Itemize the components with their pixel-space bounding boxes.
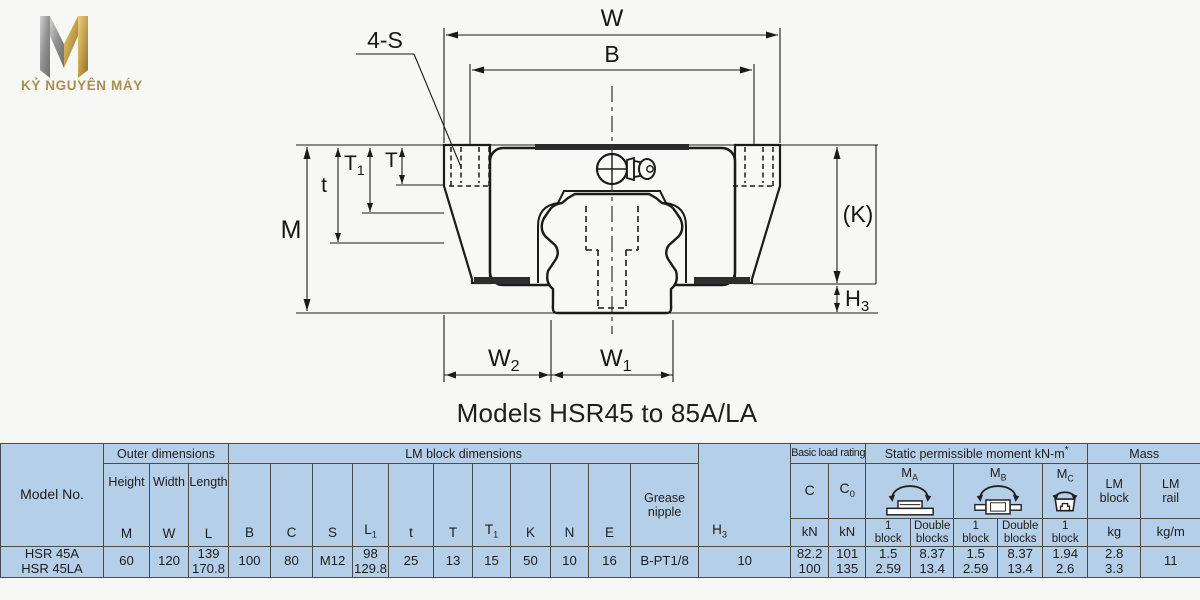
brand-m-icon (40, 16, 88, 78)
dim-label-w: W (601, 5, 624, 32)
end-seal-left (474, 277, 530, 284)
dim-label-m: M (281, 216, 302, 244)
dim-label-b: B (604, 41, 619, 67)
dim-label-w2: W2 (488, 345, 520, 375)
dim-label-w1: W1 (600, 345, 632, 375)
dim-label-t1: T1 (344, 152, 365, 178)
lm-block-outline (442, 143, 782, 287)
dim-label-t: t (321, 174, 327, 197)
cell-n: 10 (550, 546, 590, 578)
cell-w: 120 (149, 546, 189, 578)
model-no-header: Model No. (0, 443, 104, 547)
unit-kgm: kg/m (1140, 518, 1200, 547)
spec-table: Model No. Outer dimensions LM block dime… (0, 443, 1200, 578)
cell-e: 16 (588, 546, 632, 578)
col-n: N (550, 463, 590, 547)
moment-ma-icon (885, 485, 934, 516)
cell-m: 60 (103, 546, 150, 578)
cell-grease: B-PT1/8 (630, 546, 700, 578)
diagram-title: Models HSR45 to 85A/LA (456, 398, 758, 428)
col-load-c0: C0 (828, 462, 867, 520)
tapped-holes-dashed (449, 147, 775, 187)
cell-t: 25 (388, 546, 435, 578)
col-moment-mc: MC (1042, 462, 1089, 520)
col-t: t (388, 463, 435, 547)
unit-c0: kN (828, 518, 867, 547)
col-t1: T1 (472, 463, 512, 547)
cell-tcap: 13 (433, 546, 474, 578)
basic-load-rating-header: Basic load rating (790, 443, 867, 464)
cell-s: M12 (312, 546, 354, 578)
cell-h3: 10 (698, 546, 792, 578)
lm-block-dimensions-header: LM block dimensions (228, 443, 700, 464)
cell-c: 80 (270, 546, 314, 578)
moment-mb-icon (974, 485, 1023, 515)
cell-t1: 15 (472, 546, 512, 578)
moment-mc-icon (1052, 491, 1078, 512)
col-k: K (510, 463, 552, 547)
rail-profile (540, 192, 684, 315)
static-moment-header: Static permissible moment kN-m* (865, 443, 1089, 464)
outer-dimensions-header: Outer dimensions (102, 443, 230, 464)
h3-header: H3 (698, 443, 792, 547)
col-s: S (312, 463, 354, 547)
brand-name: KỶ NGUYÊN MÁY (21, 78, 143, 93)
unit-c: kN (790, 518, 830, 547)
col-moment-mb: MB (953, 462, 1044, 520)
cell-k: 50 (510, 546, 552, 578)
col-c: C (270, 463, 314, 547)
col-load-c: C (790, 462, 830, 520)
group-header-row: Model No. Outer dimensions LM block dime… (0, 443, 1200, 547)
cross-section-drawing: W B 4-S M t T1 T (K) H3 W2 W1 (281, 5, 878, 382)
grease-nipple-icon (595, 152, 656, 186)
dim-label-4s: 4-S (367, 27, 403, 53)
dimension-arrows (303, 31, 841, 379)
cell-b: 100 (228, 546, 272, 578)
mass-header: Mass (1087, 443, 1200, 464)
col-l1: L1 (352, 463, 390, 547)
col-e: E (588, 463, 632, 547)
col-tcap: T (433, 463, 474, 547)
col-grease-nipple: Grease nipple (630, 463, 700, 547)
dim-label-k: (K) (843, 201, 874, 227)
dim-label-h3: H3 (845, 286, 869, 315)
dim-label-tcap: T (385, 149, 398, 172)
brand-logo: KỶ NGUYÊN MÁY (20, 6, 200, 106)
end-seal-right (694, 277, 750, 284)
col-b: B (228, 463, 272, 547)
cell-mass-rail: 11 (1140, 546, 1200, 578)
unit-kg: kg (1087, 518, 1142, 547)
col-moment-ma: MA (865, 462, 955, 520)
